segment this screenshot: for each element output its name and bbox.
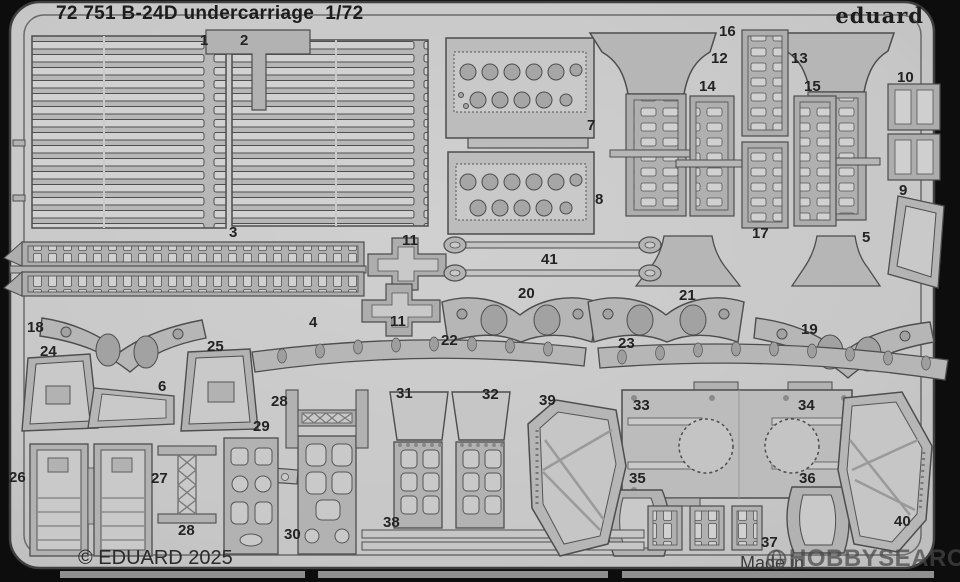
part-number-label: 36 — [799, 470, 816, 487]
part-number-label: 39 — [539, 392, 556, 409]
part-number-label: 26 — [9, 469, 26, 486]
part-shape-2 — [231, 39, 429, 227]
part-number-label: 28 — [271, 393, 288, 410]
part-shape-39 — [527, 399, 627, 557]
brand-logo: eduard — [835, 3, 924, 28]
part-number-label: 29 — [253, 418, 270, 435]
part-number-label: 24 — [40, 343, 57, 360]
part-shape-40 — [837, 391, 933, 553]
part-shape-23 — [597, 341, 949, 381]
part-number-label: 8 — [595, 191, 604, 208]
part-number-label: 6 — [158, 378, 167, 395]
part-shape-4 — [3, 270, 365, 297]
part-number-label: 10 — [897, 69, 914, 86]
part-shape-8 — [447, 151, 595, 235]
part-number-label: 18 — [27, 319, 44, 336]
part-number-label: 37 — [761, 534, 778, 551]
part-shape-25 — [180, 348, 259, 432]
part-shape-1 — [31, 35, 227, 229]
part-number-label: 2 — [240, 32, 249, 49]
part-number-label: 25 — [207, 338, 224, 355]
part-shape-22 — [251, 336, 587, 373]
part-shape-32 — [451, 391, 511, 529]
part-number-label: 34 — [798, 397, 815, 414]
part-number-label: 11 — [390, 313, 406, 330]
part-shape-26 — [29, 443, 89, 557]
part-number-label: 30 — [284, 526, 301, 543]
part-number-label: 12 — [711, 50, 728, 67]
part-number-label: 38 — [383, 514, 400, 531]
part-number-label: 11 — [402, 232, 418, 249]
part-number-label: 33 — [633, 397, 650, 414]
part-number-label: 3 — [229, 224, 238, 241]
part-number-label: 1 — [200, 32, 209, 49]
part-foot-right — [790, 235, 882, 287]
part-shape-7 — [445, 37, 595, 149]
part-number-label: 27 — [151, 470, 168, 487]
part-shape-10 — [887, 83, 941, 131]
part-shape-33-34 — [621, 381, 853, 507]
part-shape-14 — [675, 95, 749, 217]
part-shape-36 — [786, 486, 850, 554]
part-number-label: 14 — [699, 78, 716, 95]
part-number-label: 41 — [541, 251, 558, 268]
part-shape-9 — [887, 133, 941, 181]
part-shape-37 — [647, 505, 763, 551]
part-number-label: 13 — [791, 50, 808, 67]
part-number-label: 4 — [309, 314, 318, 331]
sheet-title: 72 751 B-24D undercarriage 1/72 — [56, 3, 364, 24]
part-shape-16 — [741, 29, 789, 137]
part-number-label: 7 — [587, 117, 596, 134]
part-number-label: 15 — [804, 78, 821, 95]
part-number-label: 23 — [618, 335, 635, 352]
part-number-label: 22 — [441, 332, 458, 349]
part-shape-38 — [361, 529, 645, 551]
part-number-label: 28 — [178, 522, 195, 539]
part-shape-3 — [3, 240, 367, 274]
part-shape-27 — [87, 443, 153, 557]
part-number-label: 9 — [899, 182, 908, 199]
part-number-label: 40 — [894, 513, 911, 530]
part-shape-31 — [389, 391, 449, 529]
watermark-text: HOBBYSEARCH — [789, 545, 960, 572]
part-shape-18 — [39, 317, 207, 373]
part-number-label: 35 — [629, 470, 646, 487]
part-number-label: 20 — [518, 285, 535, 302]
part-shape-6 — [87, 387, 175, 429]
part-number-label: 31 — [396, 385, 413, 402]
part-shape-17 — [741, 141, 789, 229]
part-shape-28-upper — [285, 389, 369, 449]
part-foot-left — [634, 235, 742, 287]
part-number-label: 32 — [482, 386, 499, 403]
part-shape-24 — [21, 353, 99, 432]
watermark: HOBBYSEARCH — [766, 545, 960, 573]
part-number-label: 5 — [862, 229, 871, 246]
part-shape-20 — [441, 297, 599, 343]
part-shape-12 — [588, 32, 718, 217]
part-number-label: 21 — [679, 287, 696, 304]
globe-icon — [766, 549, 787, 569]
part-shape-41 — [443, 236, 662, 282]
part-shape-15 — [793, 95, 837, 227]
part-shape-28-lower — [157, 445, 217, 524]
sprue-tab — [205, 29, 311, 111]
part-number-label: 19 — [801, 321, 818, 338]
copyright-text: © EDUARD 2025 — [78, 547, 233, 569]
part-number-label: 16 — [719, 23, 736, 40]
part-shape-5 — [887, 195, 945, 289]
part-shape-30 — [223, 435, 357, 555]
part-number-label: 17 — [752, 225, 769, 242]
